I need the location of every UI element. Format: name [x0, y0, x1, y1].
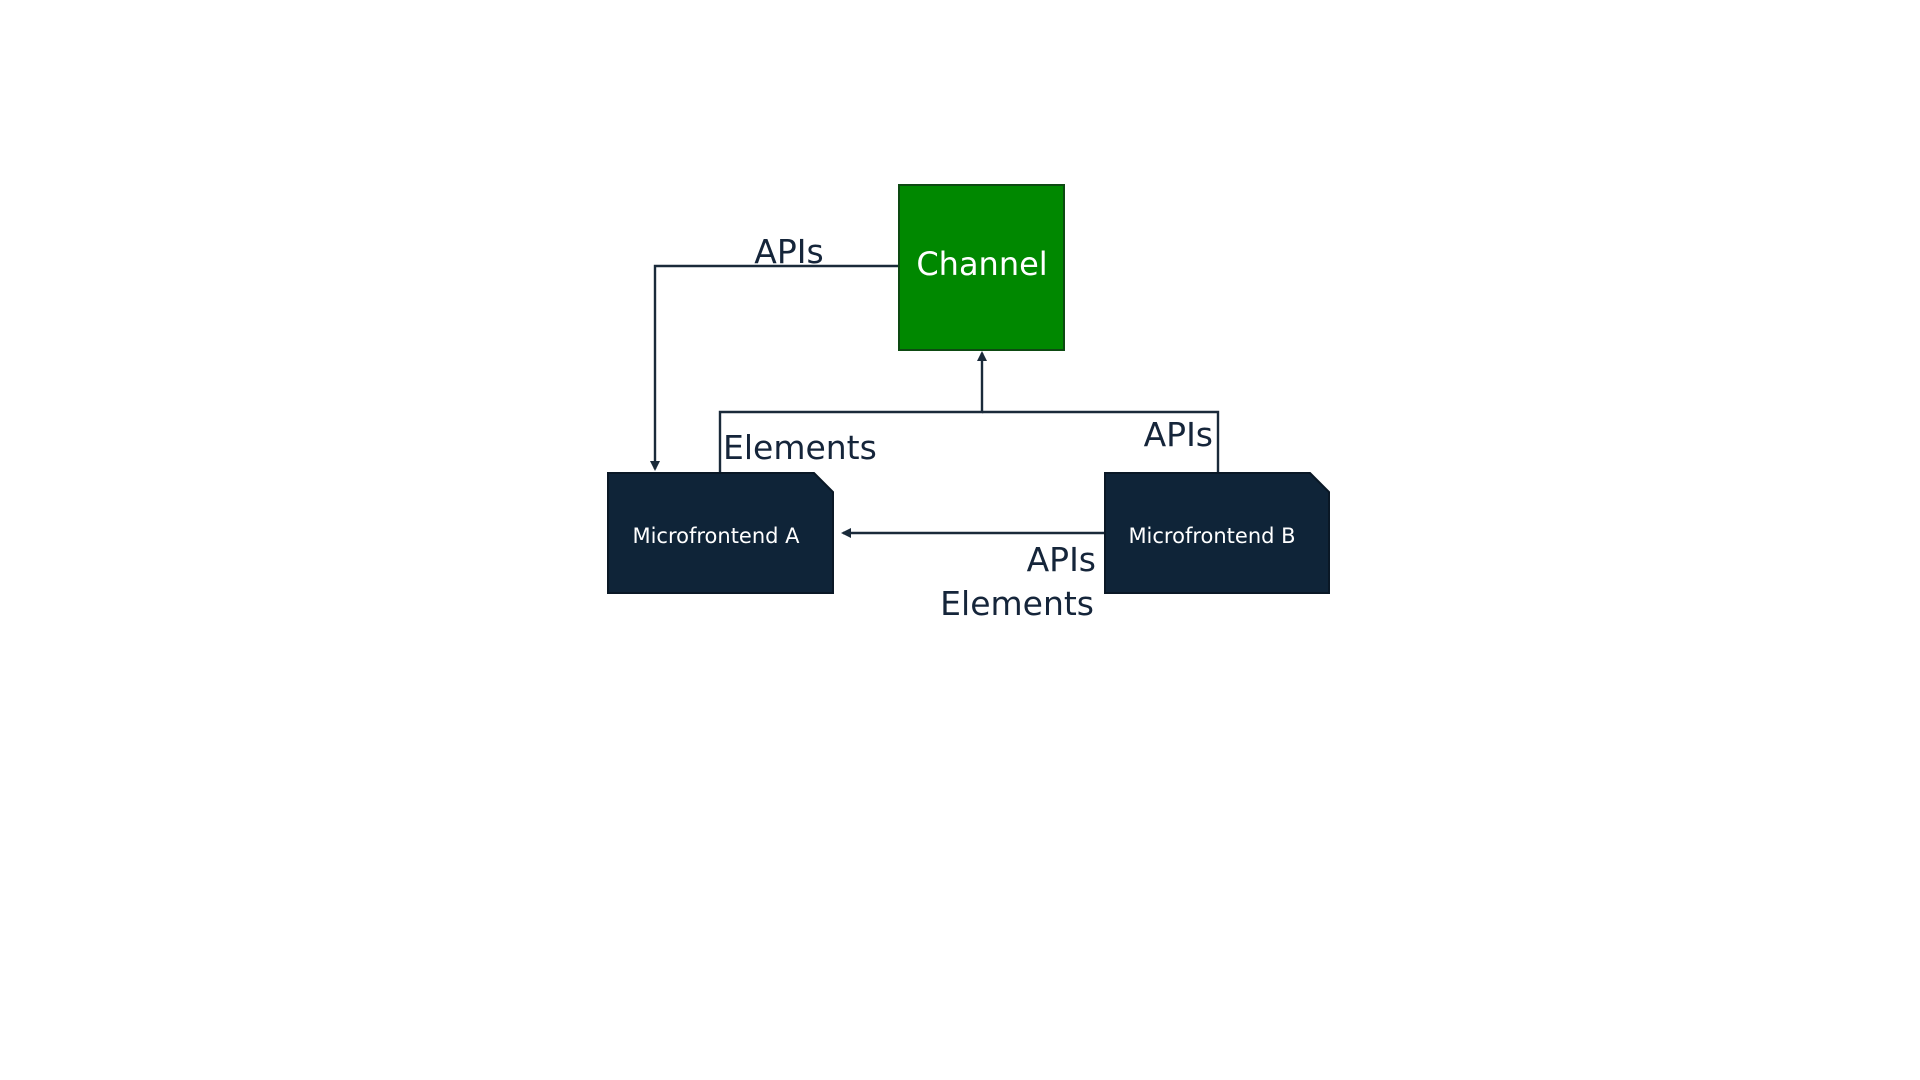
- microfrontend-a-node[interactable]: Microfrontend A: [607, 472, 834, 594]
- microfrontend-a-box: [607, 472, 834, 594]
- edge-microfrontend-a-to-channel: [718, 351, 987, 473]
- channel-label: Channel: [916, 245, 1047, 283]
- microfrontend-a-label: Microfrontend A: [632, 524, 800, 548]
- microfrontend-b-label: Microfrontend B: [1128, 524, 1295, 548]
- edge-label-channel-to-a-apis: APIs: [754, 232, 823, 271]
- edge-label-b-to-a-elements: Elements: [940, 584, 1094, 623]
- microfrontend-b-box: [1104, 472, 1330, 594]
- microfrontend-b-node[interactable]: Microfrontend B: [1104, 472, 1330, 594]
- edge-microfrontend-b-to-channel: [982, 410, 1220, 473]
- channel-node[interactable]: Channel: [898, 184, 1065, 351]
- edge-label-b-to-channel-apis: APIs: [1144, 415, 1213, 454]
- channel-box: [898, 184, 1065, 351]
- edge-label-b-to-a-apis: APIs: [1027, 540, 1096, 579]
- edge-channel-to-microfrontend-a: [650, 264, 899, 471]
- edge-label-a-to-channel-elements: Elements: [723, 428, 877, 467]
